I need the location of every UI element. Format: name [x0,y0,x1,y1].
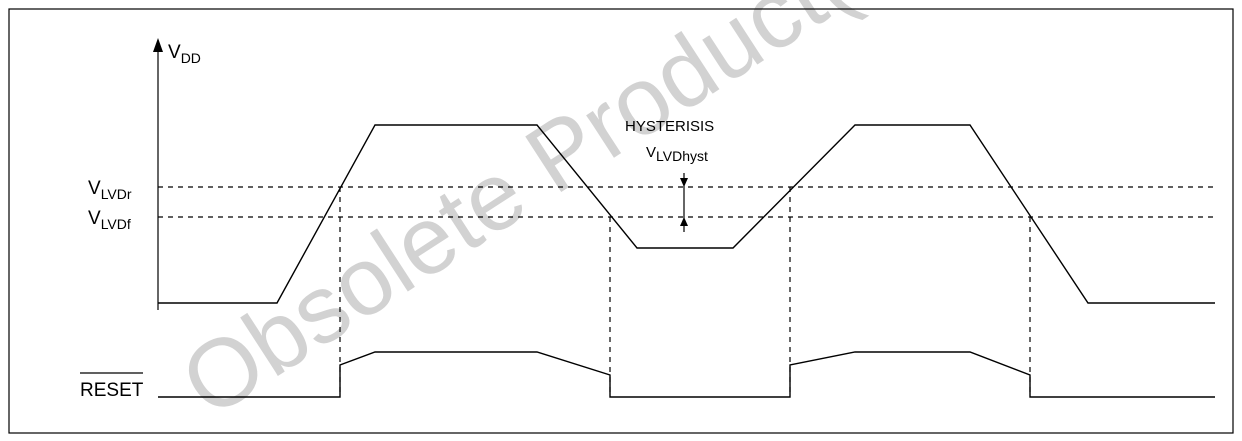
diagram-border [8,8,1234,434]
vdd-label: VDD [168,42,201,66]
reset-label: RESET [80,380,144,401]
vdd-axis-arrowhead [153,38,163,52]
hysteresis-arrow-down [680,178,688,187]
watermark: Obsolete Product(s) - Obsolete Product(s… [163,0,1242,438]
reset-waveform [158,351,1215,398]
vlvdf-label: VLVDf [88,208,131,232]
hysteresis-label: HYSTERISIS [625,118,714,135]
vdd-waveform [158,124,1215,304]
vlvdr-label: VLVDr [88,178,132,202]
hysteresis-arrow-up [680,217,688,226]
vlvdhyst-label: VLVDhyst [646,144,708,164]
